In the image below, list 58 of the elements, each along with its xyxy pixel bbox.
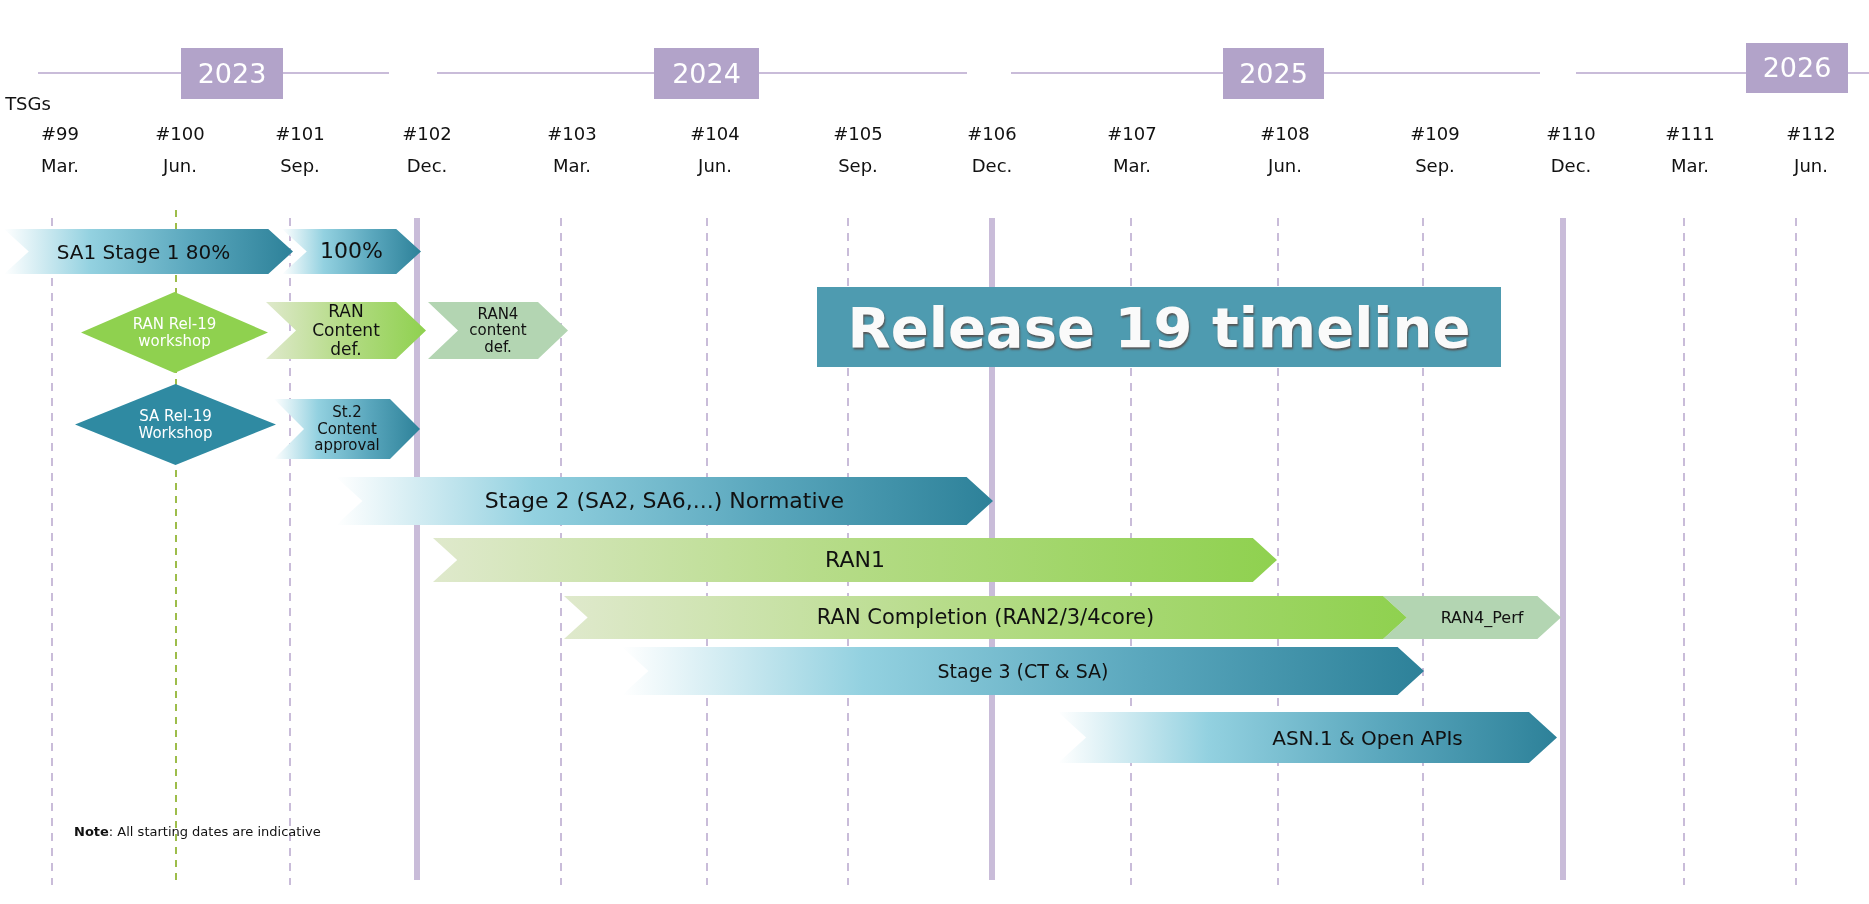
year-box [1223,48,1324,99]
month-label: Sep. [1415,155,1455,176]
timeline-bar [564,596,1407,639]
meeting-number: #102 [402,123,452,144]
year-label: 2023 [197,58,267,89]
meeting-number: #101 [275,123,325,144]
title-banner: Release 19 timeline [817,287,1501,367]
note-text: Note: All starting dates are indicative [74,824,321,839]
bar-label: SA1 Stage 1 80% [56,240,231,263]
month-label: Sep. [838,155,878,176]
bar-label: St.2 Content approval [313,404,381,454]
year-label: 2024 [672,58,741,89]
meeting-number: #103 [547,123,597,144]
month-label: Mar. [41,155,79,176]
year-label: 2026 [1762,53,1832,83]
bar-label: RAN4 content def. [468,305,528,356]
month-label: Mar. [1671,155,1709,176]
year-box [181,48,283,99]
meeting-number: #99 [41,123,79,144]
bar-label: RAN Completion (RAN2/3/4core) [816,605,1155,630]
bar-label: Stage 2 (SA2, SA6,...) Normative [484,488,845,514]
bar-label: RAN1 [825,547,885,573]
timeline-bar [282,229,421,274]
timeline-bar [274,399,420,459]
month-label: Mar. [1113,155,1151,176]
meeting-number: #107 [1107,123,1157,144]
milestone-label: SA Rel-19 Workshop [137,408,214,441]
meeting-number: #112 [1786,123,1836,144]
meeting-number: #100 [155,123,205,144]
month-label: Jun. [698,155,732,176]
meeting-number: #110 [1546,123,1596,144]
month-label: Jun. [1268,155,1302,176]
bar-label: RAN4_Perf [1440,608,1524,627]
axis-label: TSGs [5,93,51,114]
year-label: 2025 [1239,58,1308,89]
month-label: Sep. [280,155,320,176]
month-label: Jun. [1794,155,1828,176]
bar-label: RAN Content def. [311,302,381,359]
meeting-number: #111 [1665,123,1715,144]
bar-label: 100% [320,239,383,264]
meeting-number: #104 [690,123,740,144]
meeting-number: #109 [1410,123,1460,144]
timeline-bar [433,538,1277,582]
bar-label: ASN.1 & Open APIs [1272,726,1463,749]
year-box [1746,43,1848,93]
timeline-bar [4,229,293,274]
month-label: Dec. [1550,155,1592,176]
timeline-bar [1383,596,1561,639]
meeting-number: #108 [1260,123,1310,144]
meeting-number: #105 [833,123,883,144]
meeting-number: #106 [967,123,1017,144]
month-label: Dec. [406,155,448,176]
milestone-label: RAN Rel-19 workshop [131,316,218,349]
month-label: Jun. [163,155,197,176]
bar-label: Stage 3 (CT & SA) [937,660,1109,682]
month-label: Dec. [971,155,1013,176]
year-box [654,48,759,99]
month-label: Mar. [553,155,591,176]
